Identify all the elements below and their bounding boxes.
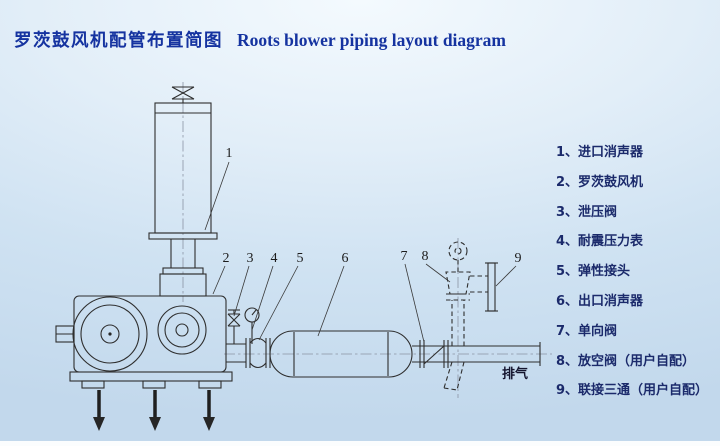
base-plate [69, 371, 233, 382]
legend-item-relief-valve: 3、泄压阀 [556, 204, 618, 220]
component-legend: 1、进口消声器 2、罗茨鼓风机 3、泄压阀 4、耐震压力表 5、弹性接头 6、出… [556, 145, 709, 399]
callout-5: 5 [297, 251, 304, 266]
callout-9: 9 [515, 251, 522, 266]
callout-4: 4 [271, 251, 278, 266]
callout-7: 7 [401, 249, 408, 264]
discharge-pipe [226, 343, 246, 363]
legend-item-pressure-gauge: 4、耐震压力表 [556, 234, 644, 250]
title-english: Roots blower piping layout diagram [237, 30, 507, 50]
legend-item-check-valve: 7、单向阀 [556, 323, 618, 339]
relief-valve [227, 309, 241, 344]
page-title: 罗茨鼓风机配管布置简图 Roots blower piping layout d… [14, 27, 506, 52]
legend-item-vent-valve: 8、放空阀（用户自配） [556, 353, 696, 369]
anchor-arrows [93, 390, 215, 431]
callout-2: 2 [223, 251, 230, 266]
legend-item-connection-tee: 9、联接三通（用户自配） [556, 383, 709, 399]
legend-item-inlet-silencer: 1、进口消声器 [556, 145, 644, 160]
connection-tee [470, 262, 498, 312]
callout-numbers: 1 2 3 4 5 6 7 8 9 [223, 146, 522, 266]
title-chinese: 罗茨鼓风机配管布置简图 [14, 31, 223, 51]
roots-blower [55, 295, 233, 389]
vent-valve [443, 241, 471, 391]
flexible-joint [245, 337, 271, 369]
callout-3: 3 [247, 251, 254, 266]
callout-8: 8 [422, 249, 429, 264]
callout-leader-lines [204, 161, 517, 343]
callout-6: 6 [342, 251, 349, 266]
exhaust-pipe [412, 342, 541, 366]
inlet-silencer [148, 86, 218, 297]
handwheel-icon [448, 241, 468, 261]
exhaust-label: 排气 [502, 366, 528, 382]
legend-item-flexible-joint: 5、弹性接头 [556, 264, 631, 280]
legend-item-outlet-silencer: 6、出口消声器 [556, 293, 644, 309]
check-valve [419, 340, 449, 368]
legend-item-roots-blower: 2、罗茨鼓风机 [556, 174, 644, 190]
outlet-silencer [269, 330, 413, 378]
callout-1: 1 [226, 146, 233, 161]
bottom-strip [0, 441, 720, 446]
